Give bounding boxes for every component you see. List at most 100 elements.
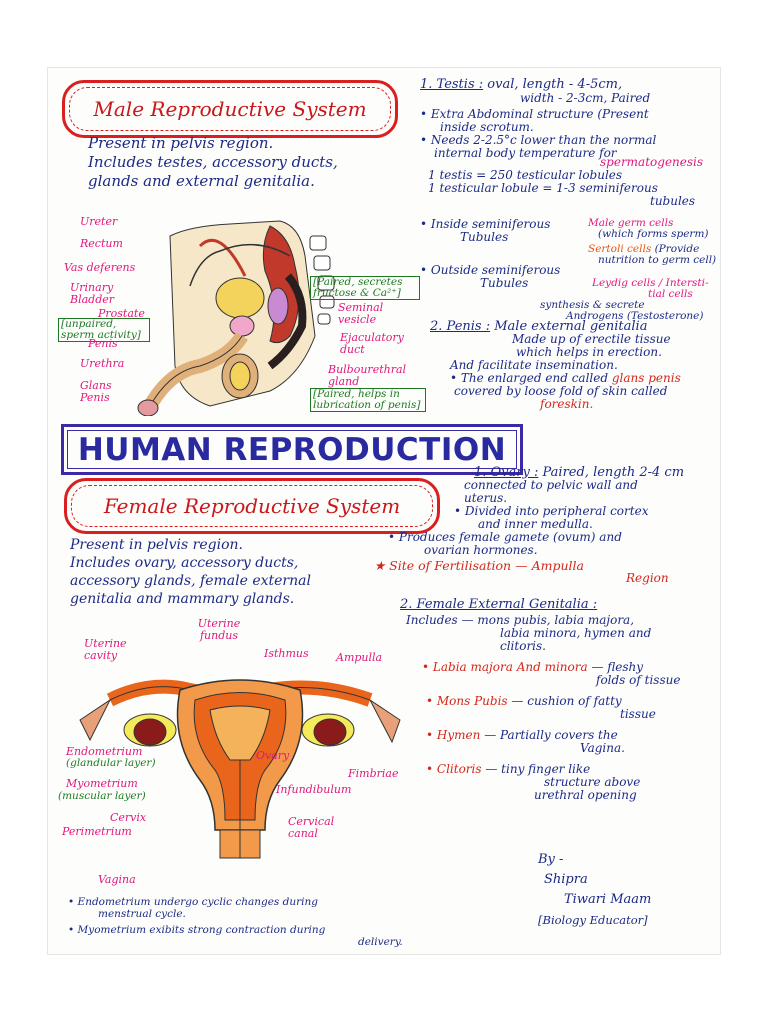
testis-point: tubules — [650, 194, 696, 208]
label-myometrium-note: (muscular layer) — [58, 790, 146, 802]
label-ovary: Ovary — [256, 749, 290, 762]
germ-cells: Male germ cells — [588, 217, 674, 229]
label-urethra: Urethra — [80, 357, 125, 370]
mons-pubis-desc: tissue — [620, 707, 656, 721]
label-infundibulum: Infundibulum — [276, 783, 352, 796]
ovary-point: ovarian hormones. — [424, 543, 538, 557]
label-seminal-vesicle: Seminal vesicle — [338, 301, 384, 326]
leydig-note: Androgens (Testosterone) — [566, 310, 704, 322]
author-by: By - — [538, 852, 564, 867]
footnote: • Endometrium undergo cyclic changes dur… — [68, 896, 318, 908]
ovary-point: uterus. — [464, 491, 508, 505]
label-vagina: Vagina — [98, 873, 136, 886]
inside-tubules: • Inside seminiferous Tubules — [420, 218, 550, 244]
external-title: 2. Female External Genitalia : — [400, 597, 598, 612]
fertilisation-site: — Ampulla — [515, 558, 584, 573]
testis-point: 1 testicular lobule = 1-3 seminiferous — [428, 181, 658, 195]
testis-section: 1. Testis : oval, length - 4-5cm, width … — [420, 77, 716, 322]
male-intro-line: glands and external genitalia. — [88, 172, 315, 190]
testis-point-spermatogenesis: spermatogenesis — [600, 155, 704, 169]
male-intro-line: Includes testes, accessory ducts, — [88, 153, 338, 171]
penis-point: • The enlarged end called — [450, 371, 609, 385]
label-endometrium-note: (glandular layer) — [66, 757, 156, 769]
clitoris-desc: structure above — [544, 775, 641, 789]
bulbourethral-note: [Paired, helps in lubrication of penis] — [310, 388, 426, 412]
ovary-section: 1. Ovary : Paired, length 2-4 cm connect… — [374, 466, 718, 585]
ovary-point: • Divided into peripheral cortex — [454, 504, 649, 518]
testis-desc: oval, length - 4-5cm, — [487, 77, 623, 92]
female-reproductive-diagram — [79, 679, 401, 859]
female-intro-line: genitalia and mammary glands. — [70, 591, 295, 607]
label-ureter: Ureter — [80, 215, 118, 228]
hymen-desc: Vagina. — [580, 741, 625, 755]
external-includes: mons pubis, labia majora, — [477, 613, 635, 627]
female-external-section: 2. Female External Genitalia : Includes … — [400, 598, 718, 802]
male-heading-banner: Male Reproductive System — [62, 80, 398, 138]
mons-pubis-term: • Mons Pubis — [426, 694, 508, 708]
labia-desc: — fleshy — [591, 660, 644, 674]
label-isthmus: Isthmus — [264, 647, 309, 660]
author-name: Shipra — [544, 872, 588, 887]
label-cervical-canal: Cervical canal — [288, 815, 335, 840]
clitoris-desc: — tiny finger like — [485, 762, 591, 776]
female-heading: Female Reproductive System — [103, 494, 401, 518]
outside-text: • Outside seminiferous — [420, 263, 561, 277]
inside-cells: Male germ cells (which forms sperm) Sert… — [588, 218, 718, 266]
label-cervix: Cervix — [110, 811, 147, 824]
male-reproductive-diagram — [137, 220, 335, 416]
penis-point: which helps in erection. — [516, 345, 662, 359]
ovary-point: Paired, length 2-4 cm — [542, 465, 685, 480]
hymen-desc: — Partially covers the — [484, 728, 618, 742]
notes-sheet: Male Reproductive System Present in pelv… — [48, 68, 720, 954]
label-fimbriae: Fimbriae — [348, 767, 399, 780]
sertoli-note: nutrition to germ cell) — [598, 254, 717, 266]
germ-cells-note: (which forms sperm) — [598, 228, 709, 240]
label-bulbourethral-gland: Bulbourethral gland — [328, 363, 407, 388]
female-labels: Uterine fundus Uterine cavity Isthmus Am… — [48, 618, 418, 888]
penis-point: And facilitate insemination. — [450, 358, 618, 372]
male-intro: Present in pelvis region. Includes teste… — [88, 134, 338, 191]
testis-point: • Extra Abdominal structure (Present — [420, 107, 649, 121]
clitoris-term: • Clitoris — [426, 762, 482, 776]
author-role: [Biology Educator] — [538, 913, 648, 927]
label-prostate: Prostate — [98, 307, 145, 320]
label-uterine-cavity: Uterine cavity — [84, 637, 127, 662]
author-name: Tiwari Maam — [564, 892, 652, 907]
sertoli-note: (Provide — [654, 243, 700, 255]
label-penis: Penis — [88, 337, 118, 350]
label-rectum: Rectum — [80, 237, 123, 250]
footnote: • Myometrium exibits strong contraction … — [68, 924, 326, 936]
penis-point: Made up of erectile tissue — [512, 332, 671, 346]
seminal-vesicle-note: [Paired, secretes fructose & Ca²⁺] — [310, 276, 420, 300]
label-endometrium: Endometrium — [66, 745, 143, 758]
testis-point: 1 testis = 250 testicular lobules — [428, 168, 623, 182]
ovary-title: 1. Ovary : — [474, 465, 539, 480]
male-heading: Male Reproductive System — [93, 97, 367, 121]
leydig-cells: Leydig cells / Intersti- tial cells — [592, 278, 718, 300]
outside-tubules: • Outside seminiferous Tubules — [420, 264, 560, 290]
fertilisation-site: Region — [626, 571, 669, 585]
testis-desc: width - 2-3cm, Paired — [520, 91, 651, 105]
ovary-point: connected to pelvic wall and — [464, 478, 638, 492]
label-perimetrium: Perimetrium — [62, 825, 132, 838]
mons-pubis-desc: — cushion of fatty — [511, 694, 622, 708]
female-intro-line: accessory glands, female external — [70, 573, 311, 589]
label-urinary-bladder: Urinary Bladder — [70, 281, 115, 306]
label-prostate-note: [unpaired, sperm activity] — [58, 318, 150, 342]
leydig-note: synthesis & secrete — [540, 299, 645, 311]
label-myometrium: Myometrium — [66, 777, 138, 790]
inside-text: • Inside seminiferous — [420, 217, 551, 231]
labia-term: • Labia majora And minora — [422, 660, 588, 674]
penis-title: 2. Penis : — [430, 319, 491, 334]
inside-text: Tubules — [460, 230, 509, 244]
female-intro-line: Present in pelvis region. — [70, 537, 243, 553]
hymen-term: • Hymen — [426, 728, 481, 742]
main-title-box: HUMAN REPRODUCTION — [61, 424, 523, 475]
label-ejaculatory-duct: Ejaculatory duct — [340, 331, 404, 356]
penis-section: 2. Penis : Male external genitalia Made … — [430, 320, 720, 411]
sertoli-cells: Sertoli cells — [588, 243, 652, 255]
label-glans-penis: Glans Penis — [80, 379, 112, 404]
leydig-function: synthesis & secrete Androgens (Testoster… — [540, 300, 718, 322]
foreskin-term: foreskin. — [540, 397, 594, 411]
testis-point: • Needs 2-2.5°c lower than the normal — [420, 133, 657, 147]
